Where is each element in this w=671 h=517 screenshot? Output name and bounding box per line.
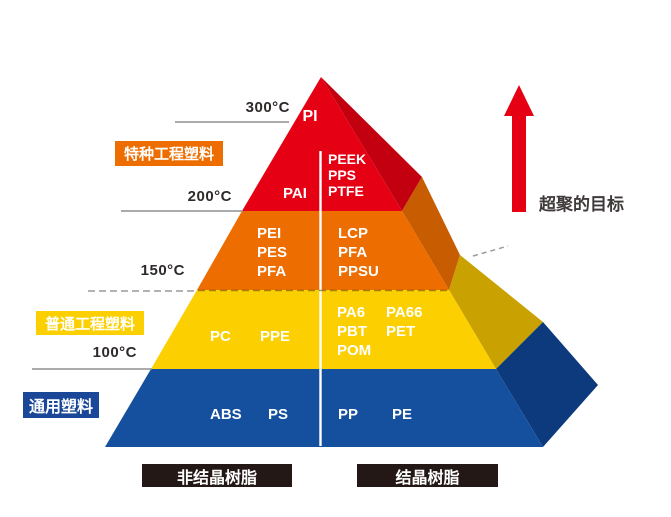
material-pbt: PBT <box>337 323 367 340</box>
badge-general-plastics: 通用塑料 <box>23 392 99 418</box>
material-pfa2: PFA <box>338 244 368 261</box>
orange-layer-front <box>197 211 449 290</box>
badge-crystalline-resin: 结晶树脂 <box>357 464 498 487</box>
goal-label: 超聚的目标 <box>539 195 624 214</box>
material-pi: PI <box>302 108 318 125</box>
material-group-pa6-pbt-pom: PA6 PBT POM <box>337 303 371 360</box>
material-pps: PPS <box>328 167 357 183</box>
material-ppsu: PPSU <box>338 263 379 280</box>
material-lcp: LCP <box>338 225 368 242</box>
blue-layer-front <box>105 369 543 447</box>
material-abs: ABS <box>210 406 242 423</box>
ref-line-150-right-segment <box>472 245 509 257</box>
red-layer-side <box>321 77 422 211</box>
red-layer-front <box>242 77 402 211</box>
badge-amorphous-resin: 非结晶树脂 <box>142 464 292 487</box>
temp-label-200: 200°C <box>187 188 232 205</box>
yellow-layer-front <box>151 290 496 369</box>
orange-layer-side <box>402 177 460 290</box>
temp-label-100: 100°C <box>92 344 137 361</box>
yellow-layer-side <box>449 255 543 369</box>
material-group-lcp-pfa-ppsu: LCP PFA PPSU <box>338 224 379 281</box>
temp-label-150: 150°C <box>140 262 185 279</box>
material-pp: PP <box>338 406 359 423</box>
material-pa66: PA66 <box>386 304 423 321</box>
material-pom: POM <box>337 342 372 359</box>
material-pes: PES <box>257 244 288 261</box>
material-pet: PET <box>386 323 416 340</box>
material-group-pei-pes-pfa: PEI PES PFA <box>257 224 287 281</box>
material-ppe: PPE <box>260 328 291 345</box>
material-pc: PC <box>210 328 231 345</box>
temp-label-300: 300°C <box>245 99 290 116</box>
material-pe: PE <box>392 406 413 423</box>
material-pfa: PFA <box>257 263 287 280</box>
badge-common-engineering-plastics: 普通工程塑料 <box>36 311 144 335</box>
material-pa6: PA6 <box>337 304 366 321</box>
material-pei: PEI <box>257 225 282 242</box>
blue-layer-side <box>496 322 598 447</box>
material-peek: PEEK <box>328 151 367 167</box>
material-ptfe: PTFE <box>328 183 364 199</box>
badge-special-engineering-plastics: 特种工程塑料 <box>115 141 223 166</box>
material-pai: PAI <box>283 185 307 202</box>
up-arrow-icon <box>504 85 534 212</box>
material-group-peek-pps-ptfe: PEEK PPS PTFE <box>328 151 366 199</box>
material-group-pa66-pet: PA66 PET <box>386 303 422 341</box>
material-ps: PS <box>268 406 289 423</box>
